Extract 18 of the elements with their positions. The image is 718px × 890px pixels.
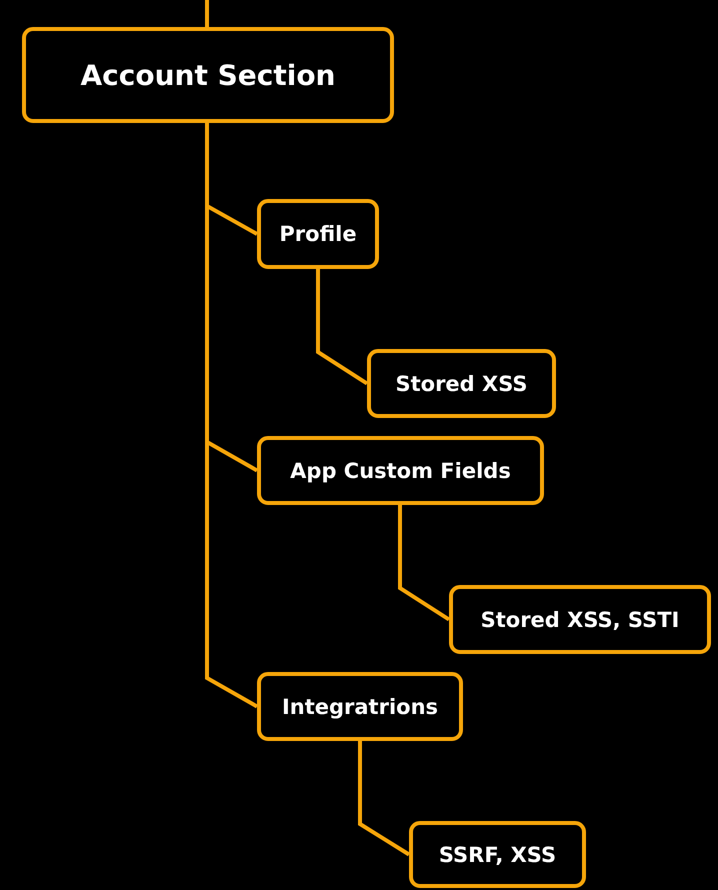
node-label: Stored XSS [395,372,528,396]
process-box [409,821,586,888]
process-box [367,349,556,418]
node-label: App Custom Fields [290,458,511,482]
process-box [257,436,544,505]
connector-line [358,741,410,856]
connector-line [205,0,209,27]
process-box [22,27,394,123]
connector-line [398,505,450,622]
node-label: Integratrions [282,694,438,718]
connector-line [316,269,368,386]
process-box [257,199,379,269]
node-label: Profile [279,222,357,246]
node-label: Account Section [80,58,336,92]
node-label: SSRF, XSS [438,842,556,866]
node-label: Stored XSS, SSTI [480,608,680,632]
process-box [257,672,463,741]
process-box [449,585,711,654]
